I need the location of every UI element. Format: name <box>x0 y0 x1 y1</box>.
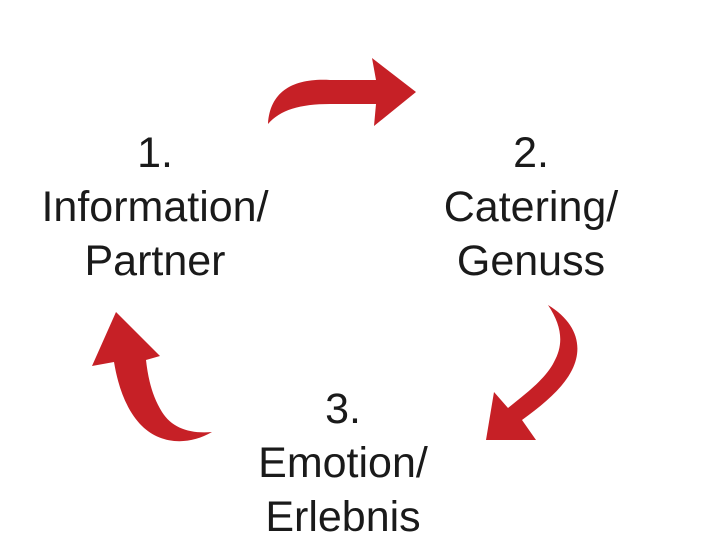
arrow-2-to-3-icon <box>486 305 578 440</box>
step-emotion-erlebnis: 3. Emotion/ Erlebnis <box>198 382 488 544</box>
step-2-number: 2. <box>513 129 549 177</box>
step-2-subtitle: Genuss <box>456 237 606 285</box>
arrow-3-to-1-icon <box>92 312 212 442</box>
step-2-title: Catering/ <box>443 183 619 231</box>
step-3-subtitle: Erlebnis <box>265 493 421 541</box>
step-3-title: Emotion/ <box>258 439 428 487</box>
step-1-number: 1. <box>137 129 173 177</box>
step-1-title: Information/ <box>41 183 269 231</box>
step-information-partner: 1. Information/ Partner <box>10 126 300 288</box>
arrow-1-to-2-icon <box>268 58 416 126</box>
step-catering-genuss: 2. Catering/ Genuss <box>386 126 676 288</box>
step-1-subtitle: Partner <box>84 237 226 285</box>
step-3-number: 3. <box>325 385 361 433</box>
